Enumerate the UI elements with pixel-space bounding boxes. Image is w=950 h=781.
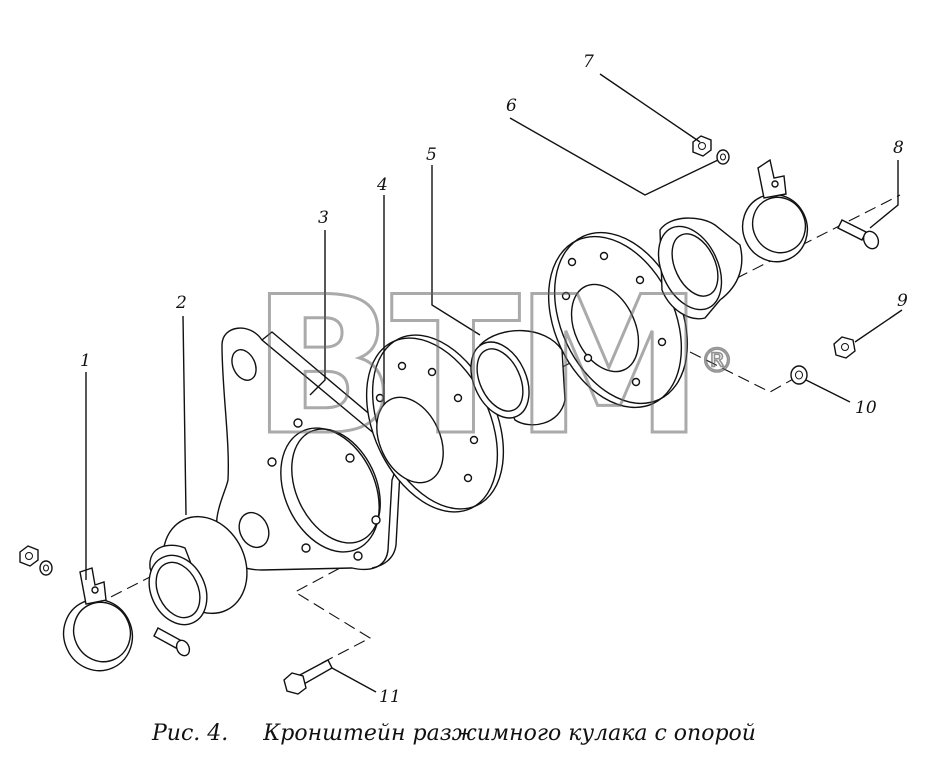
callout-3: 3: [318, 208, 329, 228]
part-2-bushing: [148, 515, 248, 626]
upper-bushing: [657, 217, 743, 320]
callout-10: 10: [855, 398, 877, 418]
left-bolt: [153, 627, 191, 657]
nut-10-path: [689, 351, 796, 393]
callout-11: 11: [379, 687, 401, 707]
leader-lines: [85, 73, 903, 693]
part-1-clamp: [62, 567, 134, 672]
figure-number: Рис. 4.: [151, 721, 228, 746]
upper-washer: [716, 149, 730, 165]
callout-5: 5: [426, 145, 437, 165]
part-9-nut: [833, 336, 856, 359]
part-6-flange: [547, 231, 689, 409]
callout-6: 6: [506, 96, 517, 116]
upper-clamp: [741, 158, 809, 263]
part-5-sleeve: [470, 329, 566, 426]
left-nut: [19, 545, 39, 567]
part-4-flange: [365, 334, 505, 513]
callout-4: 4: [376, 175, 388, 195]
callout-8: 8: [893, 138, 904, 158]
part-10-washer: [790, 365, 808, 385]
part-8-bolt: [837, 219, 880, 250]
callout-2: 2: [175, 293, 187, 313]
callout-1: 1: [80, 351, 91, 371]
callout-9: 9: [897, 291, 908, 311]
watermark-registered: ®: [700, 341, 734, 381]
part-3-bracket: [215, 327, 405, 571]
part-11-bolt: [283, 659, 333, 695]
figure-caption: Рис. 4. Кронштейн разжимного кулака с оп…: [151, 721, 756, 746]
bolt-11-path: [293, 559, 372, 665]
left-washer: [39, 560, 53, 576]
callout-7: 7: [583, 52, 594, 72]
figure-title: Кронштейн разжимного кулака с опорой: [262, 721, 756, 746]
watermark-logo: BTM: [252, 256, 698, 477]
